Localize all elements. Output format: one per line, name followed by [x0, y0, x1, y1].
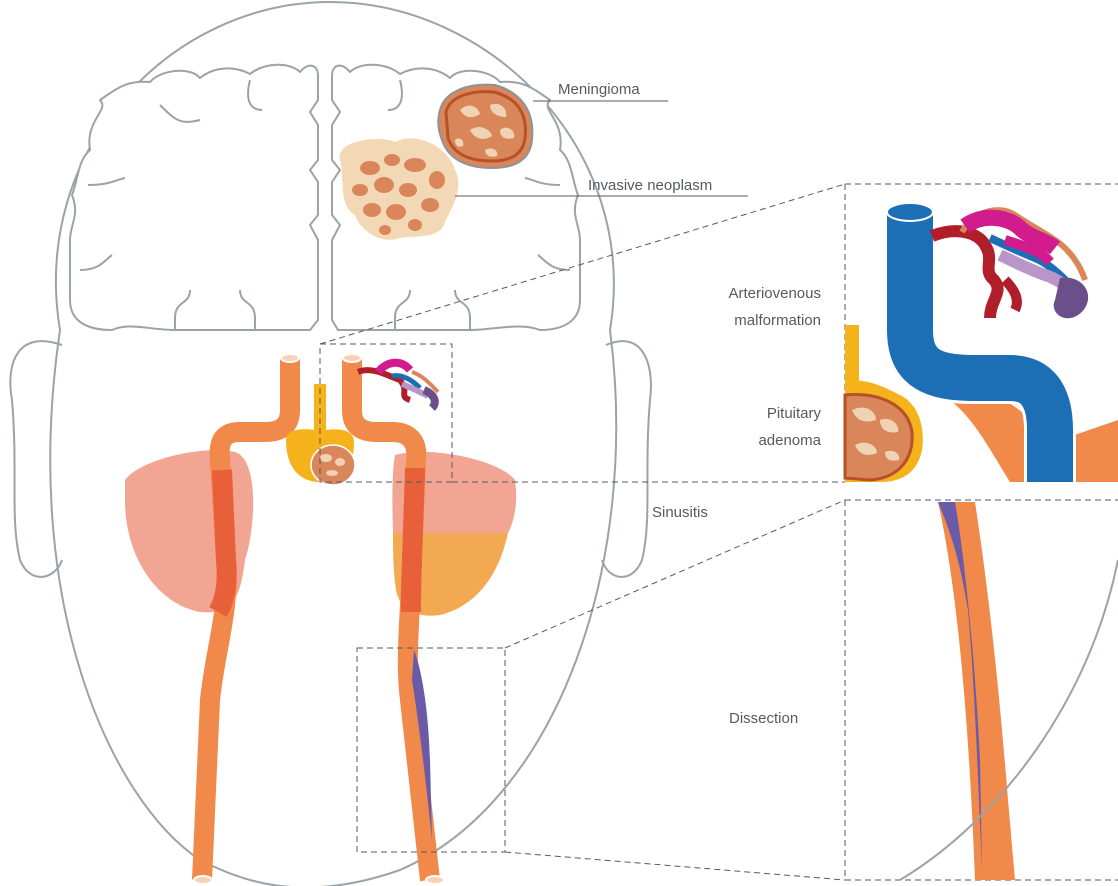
left-carotid [202, 358, 290, 880]
avm-small [358, 363, 438, 408]
connector-dissection-top [505, 500, 845, 648]
dissection-zoom-panel [845, 500, 1118, 880]
right-ear [602, 341, 651, 577]
left-carotid-overlap [218, 470, 227, 612]
right-carotid-base [426, 876, 444, 884]
right-carotid-overlap [411, 468, 415, 612]
zoom-carotid [938, 502, 1015, 880]
pituitary-adenoma-small [311, 445, 355, 485]
label-sinusitis: Sinusitis [652, 504, 708, 521]
zoom-avm-artery [932, 231, 998, 318]
left-carotid-end [281, 354, 299, 362]
right-carotid-end [343, 354, 361, 362]
label-pituitary-line2: adenoma [758, 432, 821, 449]
label-dissection: Dissection [729, 710, 798, 727]
zoom-avm-vein [1054, 277, 1089, 318]
label-avm-line1: Arteriovenous [728, 285, 821, 302]
label-invasive-neoplasm: Invasive neoplasm [588, 177, 712, 194]
label-pituitary-line1: Pituitary [767, 405, 822, 422]
meningioma-mass [438, 85, 532, 168]
label-meningioma: Meningioma [558, 81, 640, 98]
avm-zoom-panel [845, 184, 1118, 482]
right-carotid [352, 358, 430, 880]
left-carotid-base [194, 876, 212, 884]
left-hemisphere [70, 65, 318, 330]
label-avm-line2: malformation [734, 312, 821, 329]
connector-dissection-bottom [505, 852, 845, 880]
